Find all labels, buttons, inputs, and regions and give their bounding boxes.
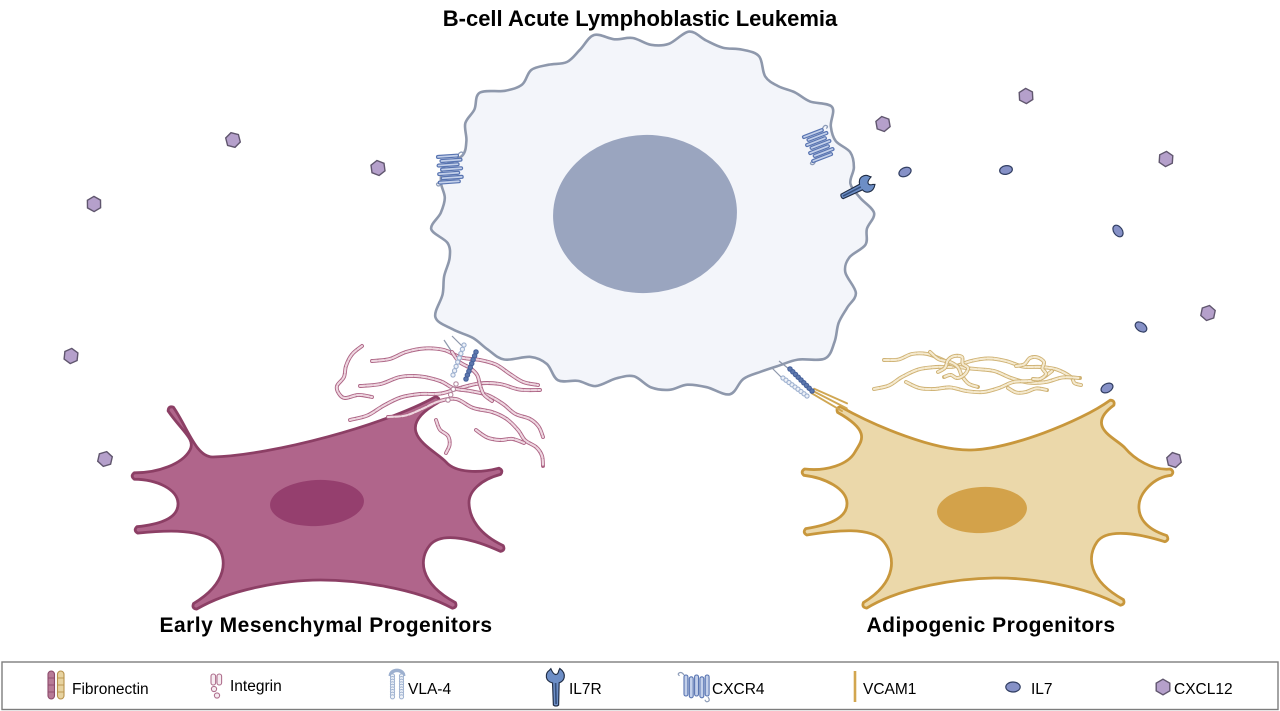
svg-text:Fibronectin: Fibronectin (72, 681, 149, 698)
svg-text:Integrin: Integrin (230, 678, 282, 695)
svg-text:B-cell Acute Lymphoblastic Leu: B-cell Acute Lymphoblastic Leukemia (443, 6, 838, 31)
svg-text:IL7: IL7 (1031, 681, 1053, 698)
svg-text:IL7R: IL7R (569, 681, 602, 698)
svg-text:CXCL12: CXCL12 (1174, 681, 1233, 698)
svg-text:CXCR4: CXCR4 (712, 681, 765, 698)
svg-text:Early Mesenchymal Progenitors: Early Mesenchymal Progenitors (159, 614, 492, 637)
svg-text:Adipogenic Progenitors: Adipogenic Progenitors (866, 614, 1115, 637)
svg-text:VLA-4: VLA-4 (408, 681, 451, 698)
svg-text:VCAM1: VCAM1 (863, 681, 916, 698)
